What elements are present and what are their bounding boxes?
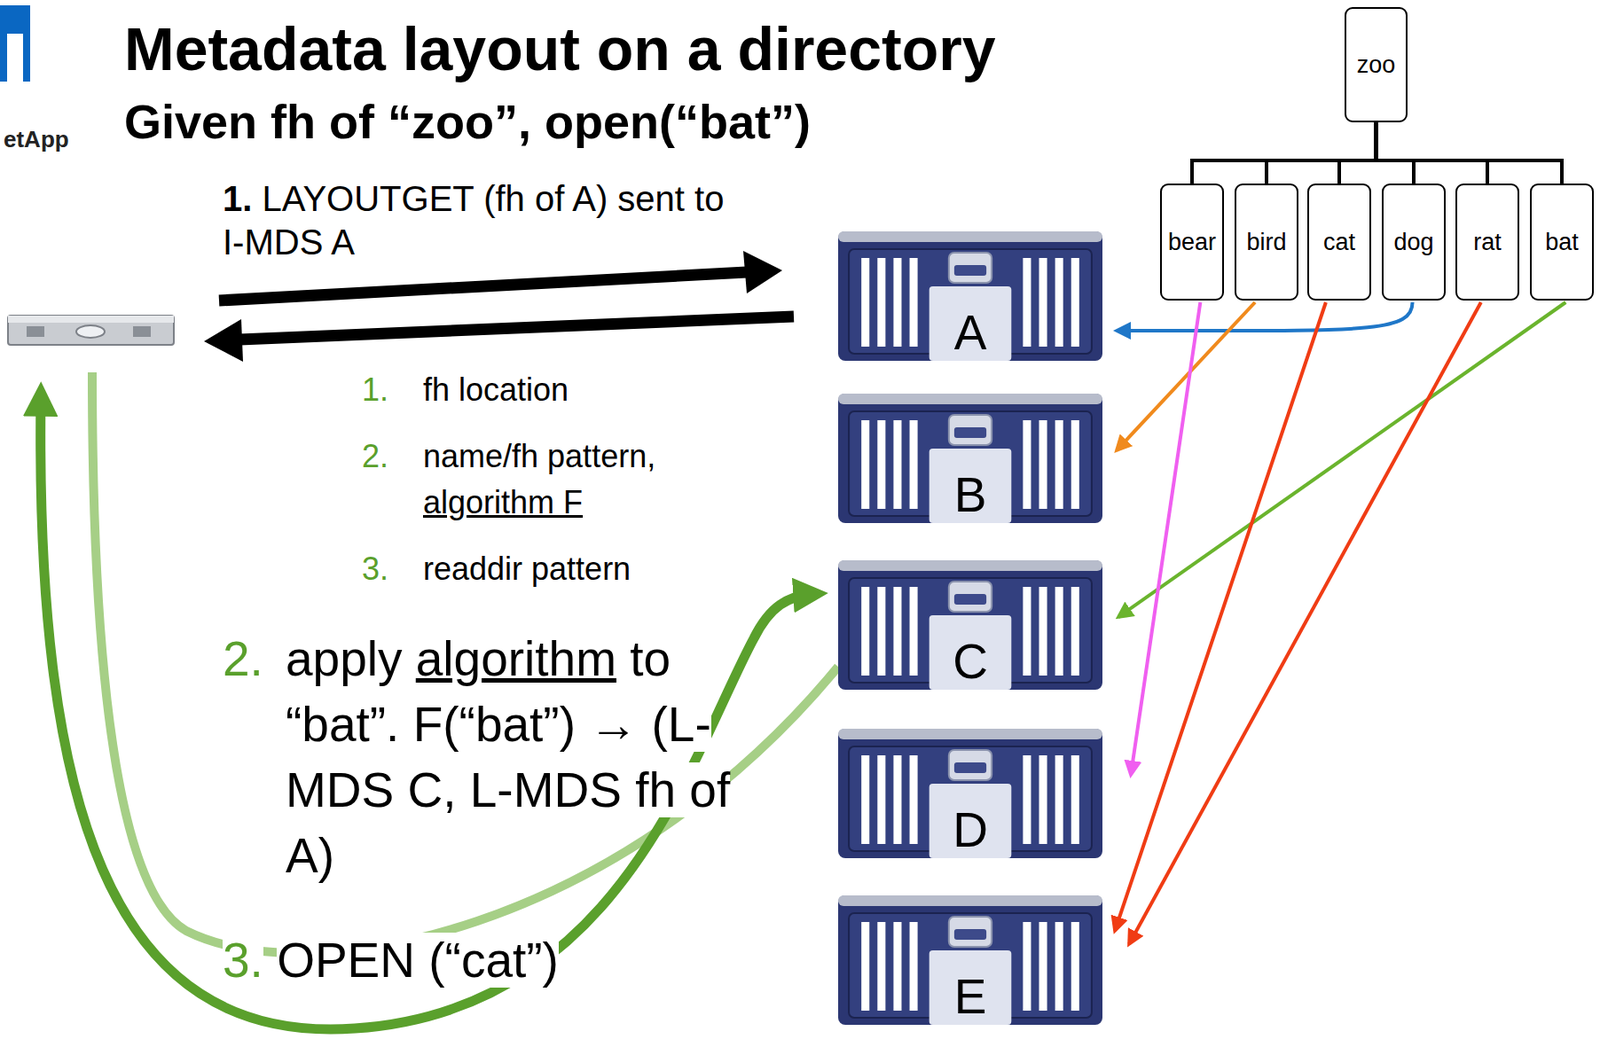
server-label: C	[952, 637, 989, 692]
tree-line	[1339, 122, 1377, 184]
server-box: C	[836, 558, 1105, 692]
tree-line	[1376, 122, 1415, 184]
step-number: 1.	[222, 179, 252, 219]
tree-line	[1376, 122, 1563, 184]
step-text: OPEN (“cat”)	[276, 933, 559, 989]
tree-node: cat	[1307, 183, 1372, 301]
step-text: 1. LAYOUTGET (fh of A) sent to I-MDS A	[222, 177, 755, 265]
reply-arrow	[203, 316, 794, 362]
tree-node: bear	[1160, 183, 1224, 301]
server-box: D	[836, 727, 1105, 861]
tree-line	[1192, 122, 1377, 184]
list-number: 3.	[361, 550, 389, 589]
step-number: 2.	[222, 626, 264, 692]
step-text: 3. OPEN (“cat”)	[222, 927, 559, 994]
server-label: A	[954, 308, 988, 363]
tree-line	[1266, 122, 1377, 184]
logo-notch	[7, 33, 24, 82]
node-label: zoo	[1353, 51, 1400, 79]
node-label: bear	[1164, 228, 1220, 257]
list-item: fh location	[423, 371, 569, 409]
tree-node: zoo	[1344, 7, 1408, 123]
tree-node: dog	[1381, 183, 1446, 301]
tree-line	[1376, 122, 1489, 184]
tree-node: bat	[1529, 183, 1594, 301]
server-box: E	[836, 894, 1105, 1028]
list-number: 1.	[361, 371, 389, 409]
step-text: LAYOUTGET (fh of A) sent to I-MDS A	[222, 179, 724, 262]
title: Metadata layout on a directory	[124, 14, 996, 84]
step-number: 3.	[222, 933, 264, 989]
list-item: algorithm F	[423, 484, 583, 522]
subtitle: Given fh of “zoo”, open(“bat”)	[124, 94, 811, 150]
logo-text: etApp	[3, 125, 70, 154]
mapping-arrow	[1116, 302, 1413, 331]
tree-node: bird	[1234, 183, 1299, 301]
step-text: apply algorithm to “bat”. F(“bat”) → (L-…	[285, 626, 783, 889]
tree-node: rat	[1455, 183, 1520, 301]
mapping-arrow	[1114, 302, 1326, 932]
flow-curve	[92, 372, 839, 954]
step-text: algorithm	[415, 631, 617, 687]
server-box: B	[836, 392, 1105, 526]
node-label: bat	[1541, 228, 1583, 257]
client-device	[7, 315, 174, 346]
list-number: 2.	[361, 438, 389, 476]
list-item: name/fh pattern,	[423, 438, 656, 476]
list-item: readdir pattern	[423, 550, 631, 589]
server-label: D	[952, 806, 989, 861]
server-label: B	[954, 470, 988, 526]
mapping-arrow	[1129, 302, 1482, 945]
node-label: dog	[1389, 228, 1437, 257]
flow-curve	[40, 395, 815, 1030]
mapping-arrow	[1118, 302, 1566, 618]
logo-mark	[0, 5, 31, 82]
node-label: rat	[1469, 228, 1506, 257]
node-label: bird	[1242, 228, 1290, 257]
step-text: apply	[285, 631, 402, 687]
server-label: E	[954, 972, 988, 1028]
server-box: A	[836, 229, 1105, 363]
mapping-arrow	[1116, 302, 1255, 451]
node-label: cat	[1319, 228, 1359, 257]
